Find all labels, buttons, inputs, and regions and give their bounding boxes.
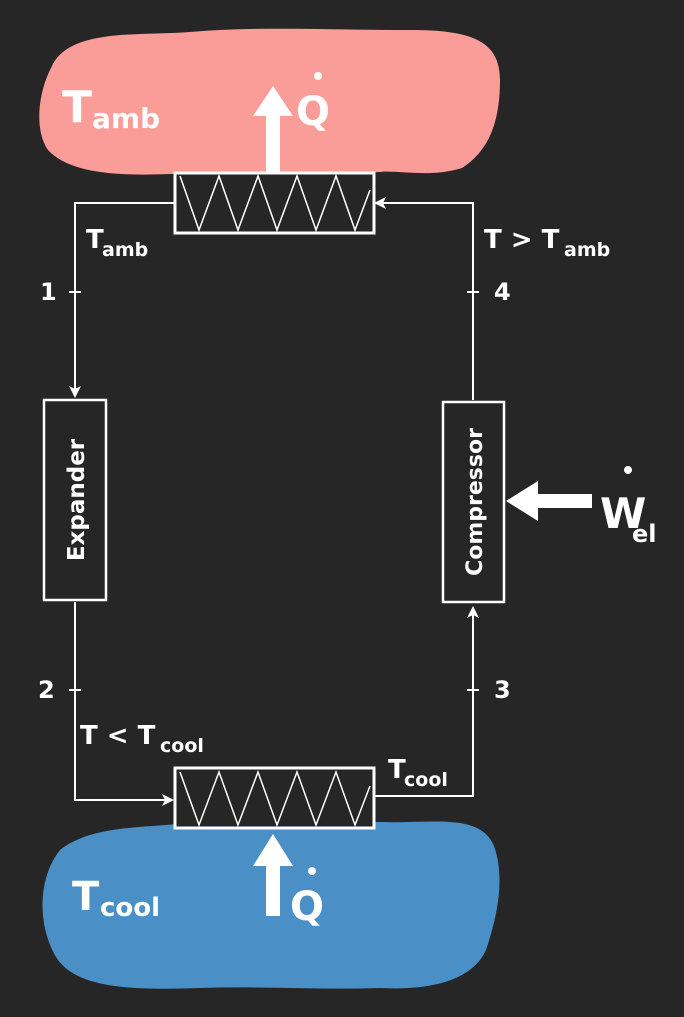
svg-text:T < T: T < T [80,721,156,751]
svg-text:amb: amb [92,102,160,135]
heat-out-label: Q [296,72,330,135]
svg-text:Q: Q [290,884,324,930]
state-point-3: 3 [494,676,511,704]
svg-text:T: T [72,874,100,920]
line-hx-hot-to-expander [69,202,176,398]
svg-text:Q: Q [296,89,330,135]
arrow-left-icon [506,481,592,521]
state-ticks [69,291,479,691]
arrow-up-icon [253,86,293,172]
cycle-lines [69,197,479,806]
arrow-up-icon [253,834,293,916]
work-label: W el [600,466,657,548]
svg-text:cool: cool [100,893,160,923]
svg-text:amb: amb [564,239,610,261]
line-compressor-to-hx-hot [374,197,474,400]
temp-label-bottom-left: T < T cool [80,721,204,757]
cold-reservoir-label: T cool [72,874,160,923]
svg-text:cool: cool [404,769,448,791]
temp-label-bottom-right: T cool [388,755,448,791]
svg-text:W: W [600,489,646,538]
svg-text:T: T [86,225,104,255]
line-hx-cold-to-compressor [374,606,479,797]
svg-text:T > T: T > T [484,225,560,255]
compressor-label: Compressor [463,428,488,576]
hot-heat-exchanger [173,171,376,235]
expander-box: Expander [42,398,108,602]
zigzag-coil-icon [179,173,371,233]
hot-reservoir-label: T amb [62,82,160,135]
svg-text:el: el [632,520,657,548]
expander-label: Expander [64,438,90,561]
state-point-2: 2 [38,676,55,704]
compressor-box: Compressor [441,400,506,604]
svg-text:T: T [388,755,406,785]
heat-in-label: Q [290,867,324,930]
temp-label-top-right: T > T amb [484,225,610,261]
svg-text:cool: cool [160,735,204,757]
state-point-4: 4 [494,278,511,306]
state-point-1: 1 [40,278,57,306]
svg-text:amb: amb [102,239,148,261]
zigzag-coil-icon [179,769,371,828]
svg-text:T: T [62,82,92,133]
line-expander-to-hx-cold [74,602,174,806]
cold-heat-exchanger [173,766,376,830]
temp-label-top-left: T amb [86,225,148,261]
